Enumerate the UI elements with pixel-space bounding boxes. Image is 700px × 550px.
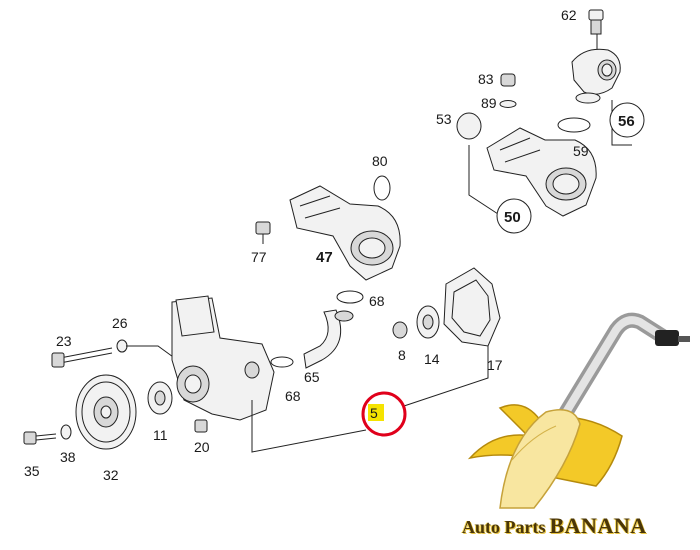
callout-8: 8 xyxy=(398,347,406,363)
callout-17: 17 xyxy=(487,357,503,373)
callout-5: 5 xyxy=(370,405,378,421)
brand-name: BANANA xyxy=(549,513,647,538)
banana-logo xyxy=(467,312,690,509)
callout-38: 38 xyxy=(60,449,76,465)
callout-83: 83 xyxy=(478,71,494,87)
callout-20: 20 xyxy=(194,439,210,455)
callout-11: 11 xyxy=(153,427,168,443)
callout-59: 59 xyxy=(573,143,589,159)
callout-68-bottom: 68 xyxy=(285,388,301,404)
brand-prefix: Auto Parts xyxy=(462,517,546,537)
thermostat-housing-lower xyxy=(255,175,401,281)
callout-5-ring xyxy=(361,391,407,437)
callout-14: 14 xyxy=(424,351,440,367)
brand-watermark: Auto Parts BANANA xyxy=(462,513,647,539)
water-pump-assembly xyxy=(23,267,501,453)
callout-26: 26 xyxy=(112,315,128,331)
callout-68-top: 68 xyxy=(369,293,385,309)
callout-77: 77 xyxy=(251,249,267,265)
callout-32: 32 xyxy=(103,467,119,483)
callout-35: 35 xyxy=(24,463,40,479)
callout-53: 53 xyxy=(436,111,452,127)
callout-5-highlight xyxy=(368,404,384,421)
callout-56: 56 xyxy=(618,113,635,130)
callout-65: 65 xyxy=(304,369,320,385)
thermostat-housing-upper xyxy=(456,9,632,217)
callout-80: 80 xyxy=(372,153,388,169)
callout-89: 89 xyxy=(481,95,497,111)
callout-47: 47 xyxy=(316,249,333,266)
callout-23: 23 xyxy=(56,333,72,349)
callout-62: 62 xyxy=(561,7,577,23)
callout-50: 50 xyxy=(504,209,521,226)
